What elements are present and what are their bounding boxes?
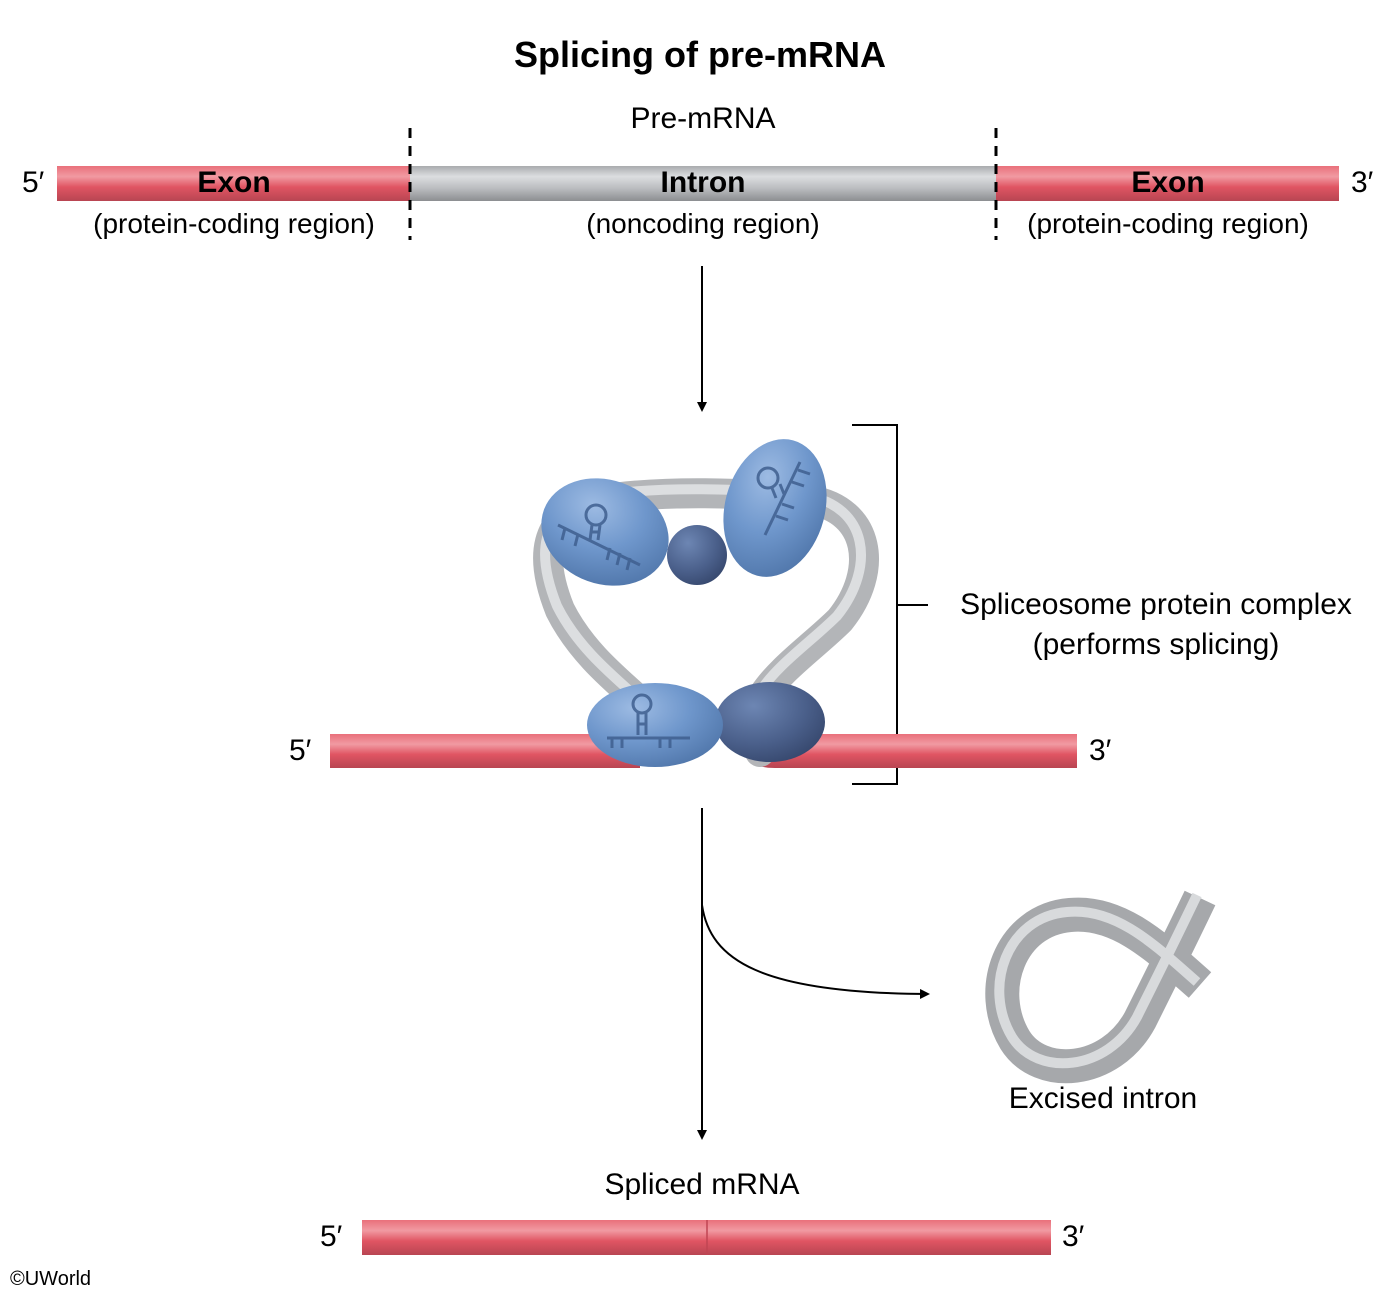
- protein-subunit-top-right: [723, 439, 827, 577]
- protein-subunit-top-left: [541, 478, 669, 586]
- intron-description: (noncoding region): [586, 208, 820, 239]
- spliceosome-three-prime-label: 3′: [1089, 734, 1112, 767]
- protein-core-sphere: [667, 525, 727, 585]
- spliced-five-prime-label: 5′: [320, 1220, 343, 1253]
- three-prime-label: 3′: [1351, 166, 1374, 199]
- excised-intron-label: Excised intron: [1008, 1082, 1198, 1115]
- intron-name: Intron: [660, 166, 746, 199]
- exon-right-name: Exon: [1131, 166, 1205, 199]
- spliceosome-sublabel: (performs splicing): [1032, 628, 1280, 661]
- five-prime-label: 5′: [22, 166, 45, 199]
- exon-bar-right: [996, 166, 1339, 201]
- pre-mrna-label: Pre-mRNA: [630, 102, 776, 135]
- spliced-mrna-label: Spliced mRNA: [604, 1168, 800, 1201]
- mrna-strand-left: [330, 734, 640, 768]
- intron-bar: [410, 166, 996, 201]
- spliceosome-five-prime-label: 5′: [289, 734, 312, 767]
- exon-bar-left: [57, 166, 410, 201]
- spliced-three-prime-label: 3′: [1062, 1220, 1085, 1253]
- exon-left-description: (protein-coding region): [93, 208, 375, 239]
- exon-left-name: Exon: [197, 166, 271, 199]
- copyright: ©UWorld: [10, 1268, 92, 1290]
- spliceosome-label: Spliceosome protein complex: [960, 588, 1352, 621]
- snrna-glyph-icon: [607, 693, 690, 748]
- excised-intron-lariat: [985, 890, 1216, 1084]
- spliceosome-bracket: [852, 424, 928, 785]
- mrna-strand-right: [748, 734, 1077, 768]
- page-title: Splicing of pre-mRNA: [513, 34, 886, 75]
- snrna-glyph-icon: [557, 503, 641, 571]
- intron-loop-highlight: [540, 484, 866, 753]
- arrow-to-excised-intron: [701, 904, 930, 999]
- protein-subunit-bottom-left: [587, 683, 723, 767]
- exon-right-description: (protein-coding region): [1027, 208, 1309, 239]
- snrna-glyph-icon: [756, 461, 811, 536]
- protein-subunit-bottom-right: [715, 682, 825, 762]
